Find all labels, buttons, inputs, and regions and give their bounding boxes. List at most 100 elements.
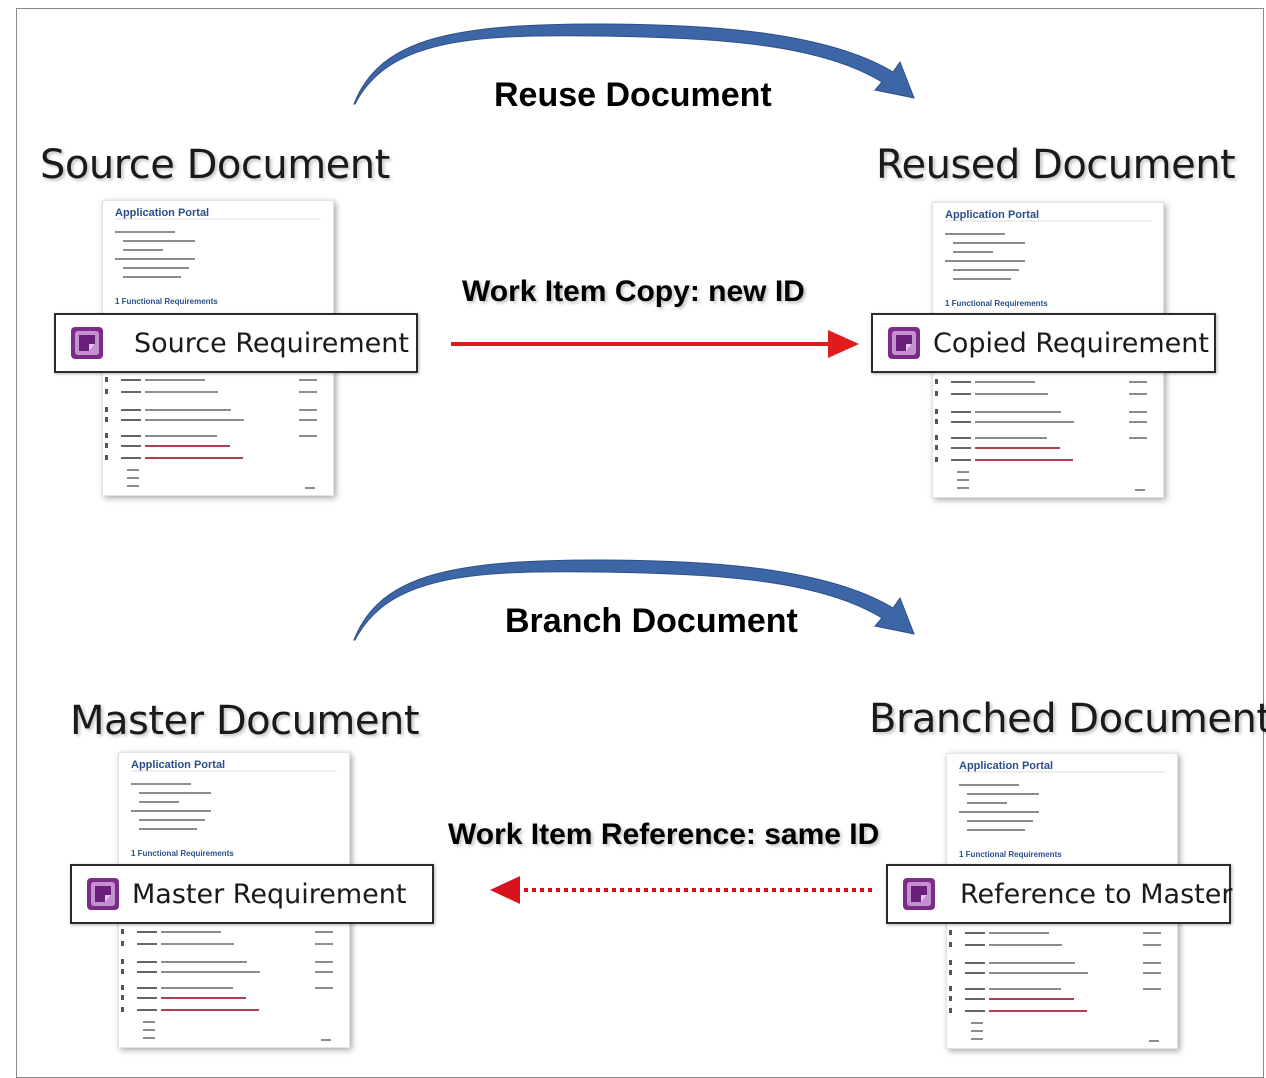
list-line [143,1021,155,1023]
requirement-icon [71,327,103,359]
row-text [161,943,234,945]
row-id [121,409,141,411]
section-heading: 1 Functional Requirements [131,849,234,858]
row-id [121,435,141,437]
branch-document-label: Branch Document [505,602,798,640]
row-status [1143,972,1161,974]
row-marker [949,960,952,965]
master-document-title: Master Document [70,698,420,744]
toc-line [953,269,1019,271]
row-id [951,411,971,413]
requirement-icon [87,878,119,910]
row-text [145,419,244,421]
row-id [965,998,985,1000]
row-id [965,944,985,946]
row-marker [121,941,124,946]
section-heading: 1 Functional Requirements [945,299,1048,308]
row-marker [105,417,108,422]
toc-line [967,802,1007,804]
row-id [965,988,985,990]
row-marker [105,433,108,438]
copied-requirement-label: Copied Requirement [933,327,1209,359]
master-requirement-label: Master Requirement [132,878,407,910]
toc-line [139,801,179,803]
toc-line [115,258,195,260]
row-marker [121,1007,124,1012]
row-id [121,445,141,447]
list-line [127,477,139,479]
row-marker [935,409,938,414]
toc-line [967,820,1033,822]
row-status [315,971,333,973]
row-status [299,419,317,421]
row-marker [935,445,938,450]
list-line [971,1030,983,1032]
row-id [121,379,141,381]
row-text [975,447,1060,449]
list-line [143,1037,155,1039]
row-marker [121,929,124,934]
list-line [957,487,969,489]
row-text [989,998,1074,1000]
toc-line [139,819,205,821]
toc-line [967,829,1025,831]
toc-line [953,242,1025,244]
row-text [161,1009,259,1011]
section-heading: 1 Functional Requirements [115,297,218,306]
toc-line [953,278,1011,280]
page-text-lines [949,771,1165,1042]
toc-line [945,260,1025,262]
row-marker [949,942,952,947]
row-marker [105,443,108,448]
page-title: Application Portal [945,209,1040,221]
row-marker [935,419,938,424]
row-text [145,445,230,447]
source-requirement-box: Source Requirement [54,313,418,373]
row-marker [121,985,124,990]
row-text [975,459,1073,461]
page-title: Application Portal [115,207,210,219]
row-marker [105,455,108,460]
row-status [299,391,317,393]
row-text [989,972,1088,974]
row-marker [935,379,938,384]
footer-line [1149,1040,1159,1042]
row-id [137,943,157,945]
row-text [989,944,1062,946]
row-id [121,457,141,459]
reference-to-master-box: Reference to Master [886,864,1232,924]
row-marker [949,996,952,1001]
row-status [299,435,317,437]
toc-line [959,811,1039,813]
footer-line [1135,489,1145,491]
row-status [1129,421,1147,423]
row-text [145,379,205,381]
list-line [957,479,969,481]
row-id [951,381,971,383]
reused-document-title: Reused Document [876,142,1236,188]
row-text [145,409,231,411]
copied-requirement-box: Copied Requirement [871,313,1216,373]
row-id [951,393,971,395]
row-marker [949,930,952,935]
row-marker [949,970,952,975]
toc-line [123,267,189,269]
row-text [161,961,247,963]
list-line [971,1038,983,1040]
row-marker [105,407,108,412]
row-id [951,437,971,439]
row-text [145,435,217,437]
toc-line [123,249,163,251]
row-text [989,988,1061,990]
toc-line [945,233,1005,235]
row-status [315,961,333,963]
work-item-copy-label: Work Item Copy: new ID [462,275,805,308]
page-text-lines [105,218,321,489]
toc-line [139,828,197,830]
row-text [989,932,1049,934]
row-text [161,971,260,973]
row-marker [935,391,938,396]
row-text [975,421,1074,423]
row-id [121,391,141,393]
row-id [965,1010,985,1012]
